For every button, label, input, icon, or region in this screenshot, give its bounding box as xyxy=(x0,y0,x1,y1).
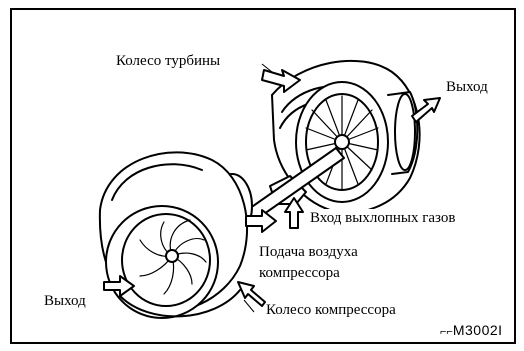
exit-top-label: Выход xyxy=(446,78,488,96)
compressor-wheel-leader xyxy=(244,300,254,312)
compressor-wheel-label: Колесо компрессора xyxy=(266,301,396,319)
compressor-air-label-line2: компрессора xyxy=(259,264,340,282)
figure-code-text: M3002I xyxy=(453,322,503,338)
exhaust-inlet-label: Вход выхлопных газов xyxy=(310,209,455,227)
compressor-air-label-line1: Подача воздуха xyxy=(259,243,358,261)
turbine-wheel-label: Колесо турбины xyxy=(116,52,220,70)
exit-left-label: Выход xyxy=(44,292,86,310)
figure-code-prefix-icon: ⌐⌐ xyxy=(440,326,453,338)
compressor-wheel-arrow-icon xyxy=(238,282,265,306)
figure-code: ⌐⌐M3002I xyxy=(440,322,503,338)
